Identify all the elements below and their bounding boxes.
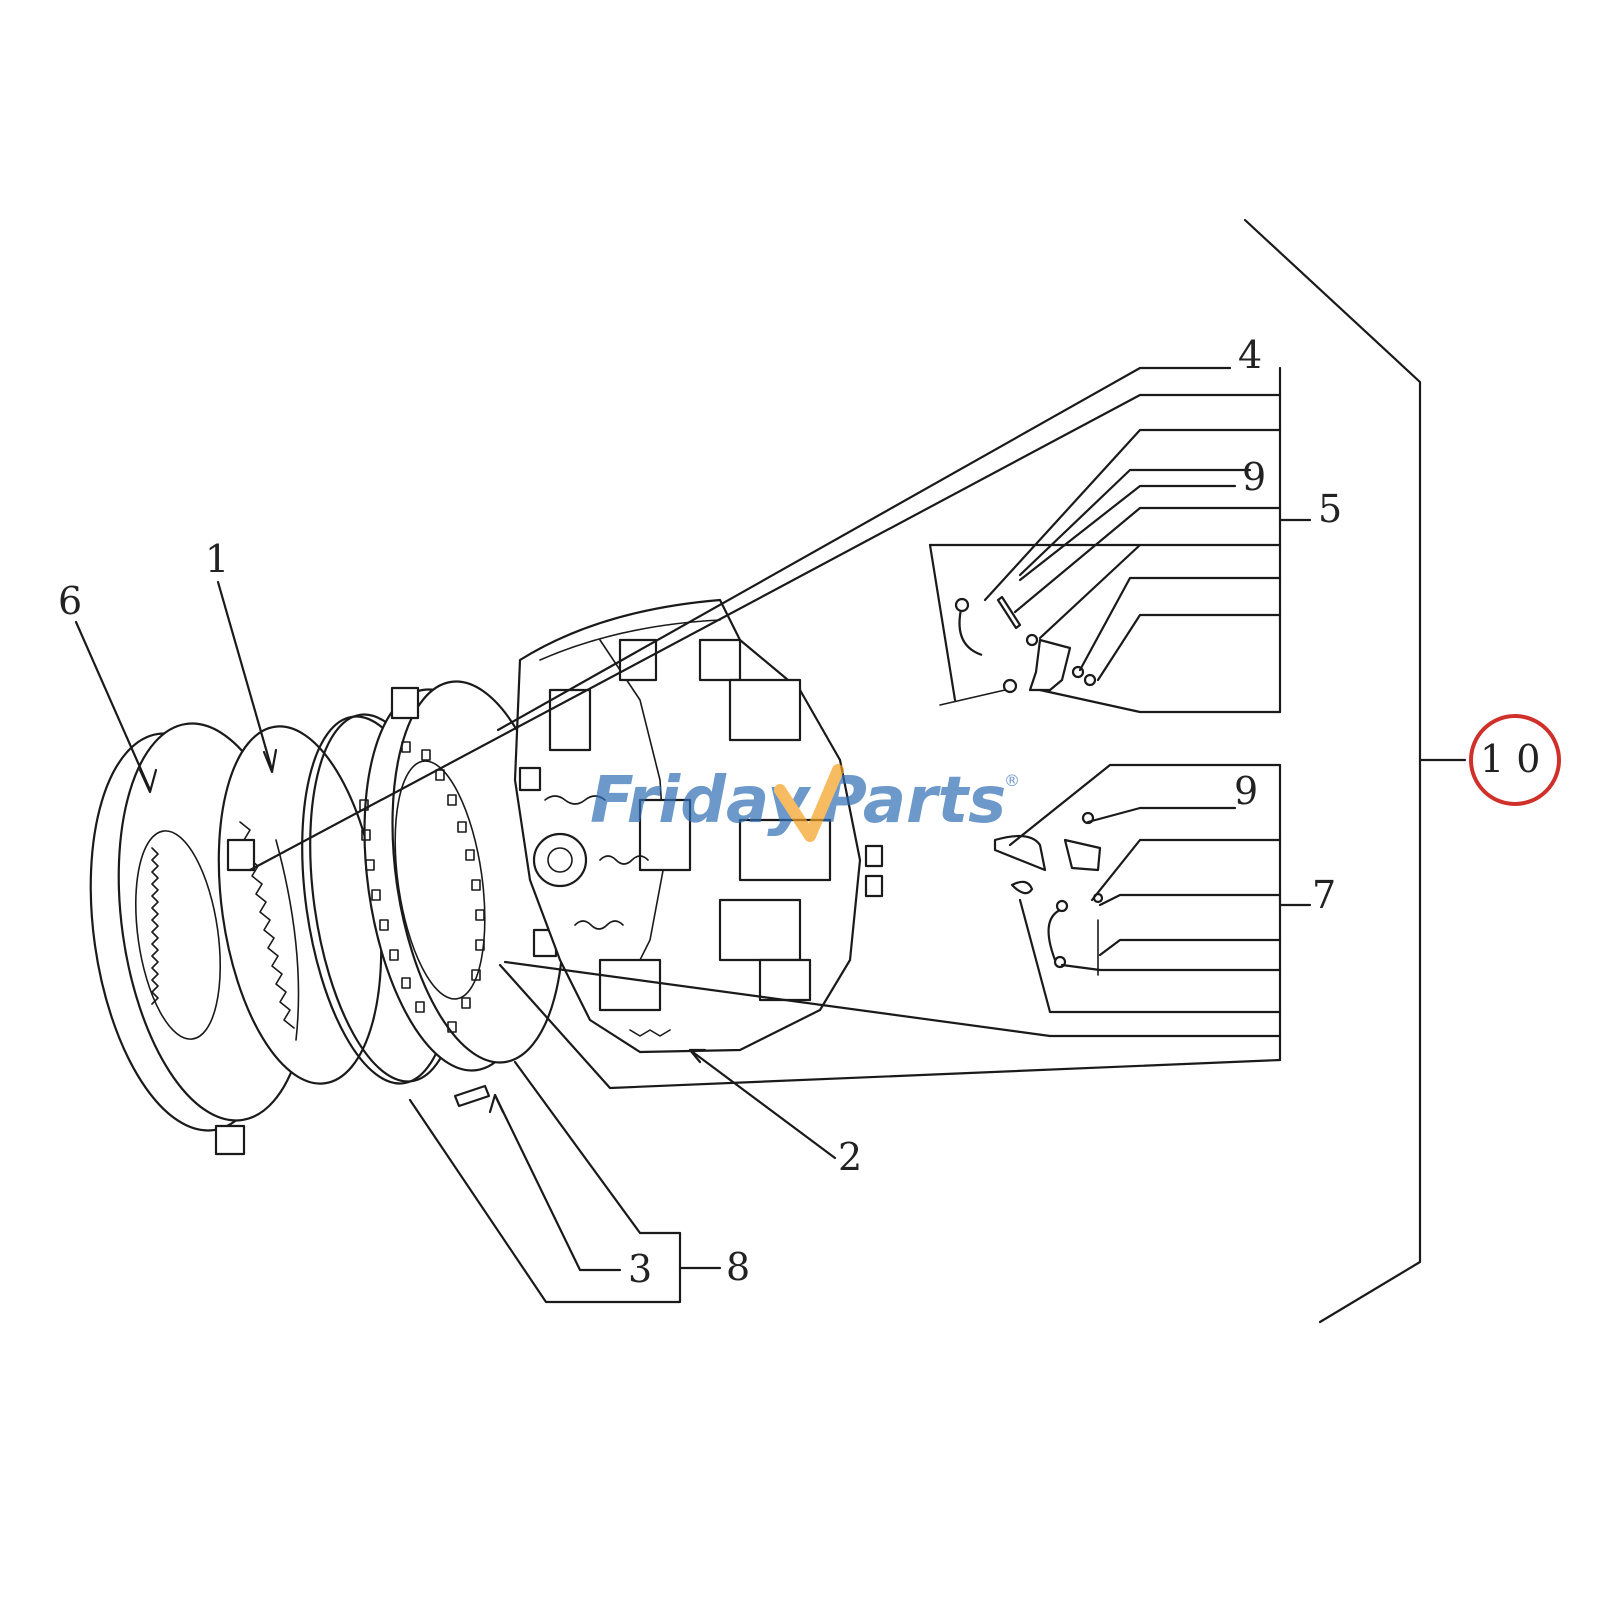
callout-10: 1 0: [1480, 737, 1540, 781]
callout-9-lower: 9: [1234, 769, 1258, 813]
watermark-text-right: Parts: [820, 764, 1006, 838]
watermark-registered-mark: ®: [1004, 771, 1020, 790]
callout-10-highlight-circle: [1469, 714, 1561, 806]
callout-1: 1: [205, 537, 229, 581]
callout-2: 2: [838, 1135, 862, 1179]
leader-lines: [74, 218, 1467, 1324]
callout-7: 7: [1312, 873, 1336, 917]
watermark-logo: Friday Parts ®: [590, 764, 1020, 842]
callout-9-upper: 9: [1242, 455, 1266, 499]
watermark-text-left: Friday: [590, 764, 811, 838]
callout-8: 8: [726, 1245, 750, 1289]
callout-5: 5: [1318, 487, 1342, 531]
callout-3: 3: [628, 1247, 652, 1291]
watermark-swoosh-icon: [774, 764, 844, 842]
lever-assembly-upper: [939, 595, 1097, 706]
part-3-pin: [453, 1084, 491, 1108]
callout-6: 6: [58, 579, 82, 623]
callout-4: 4: [1238, 333, 1262, 377]
callout-labels: 6 1 4 9 5 9 7 2 3 8 1 0: [58, 333, 1561, 1291]
lever-assembly-lower: [993, 811, 1104, 976]
